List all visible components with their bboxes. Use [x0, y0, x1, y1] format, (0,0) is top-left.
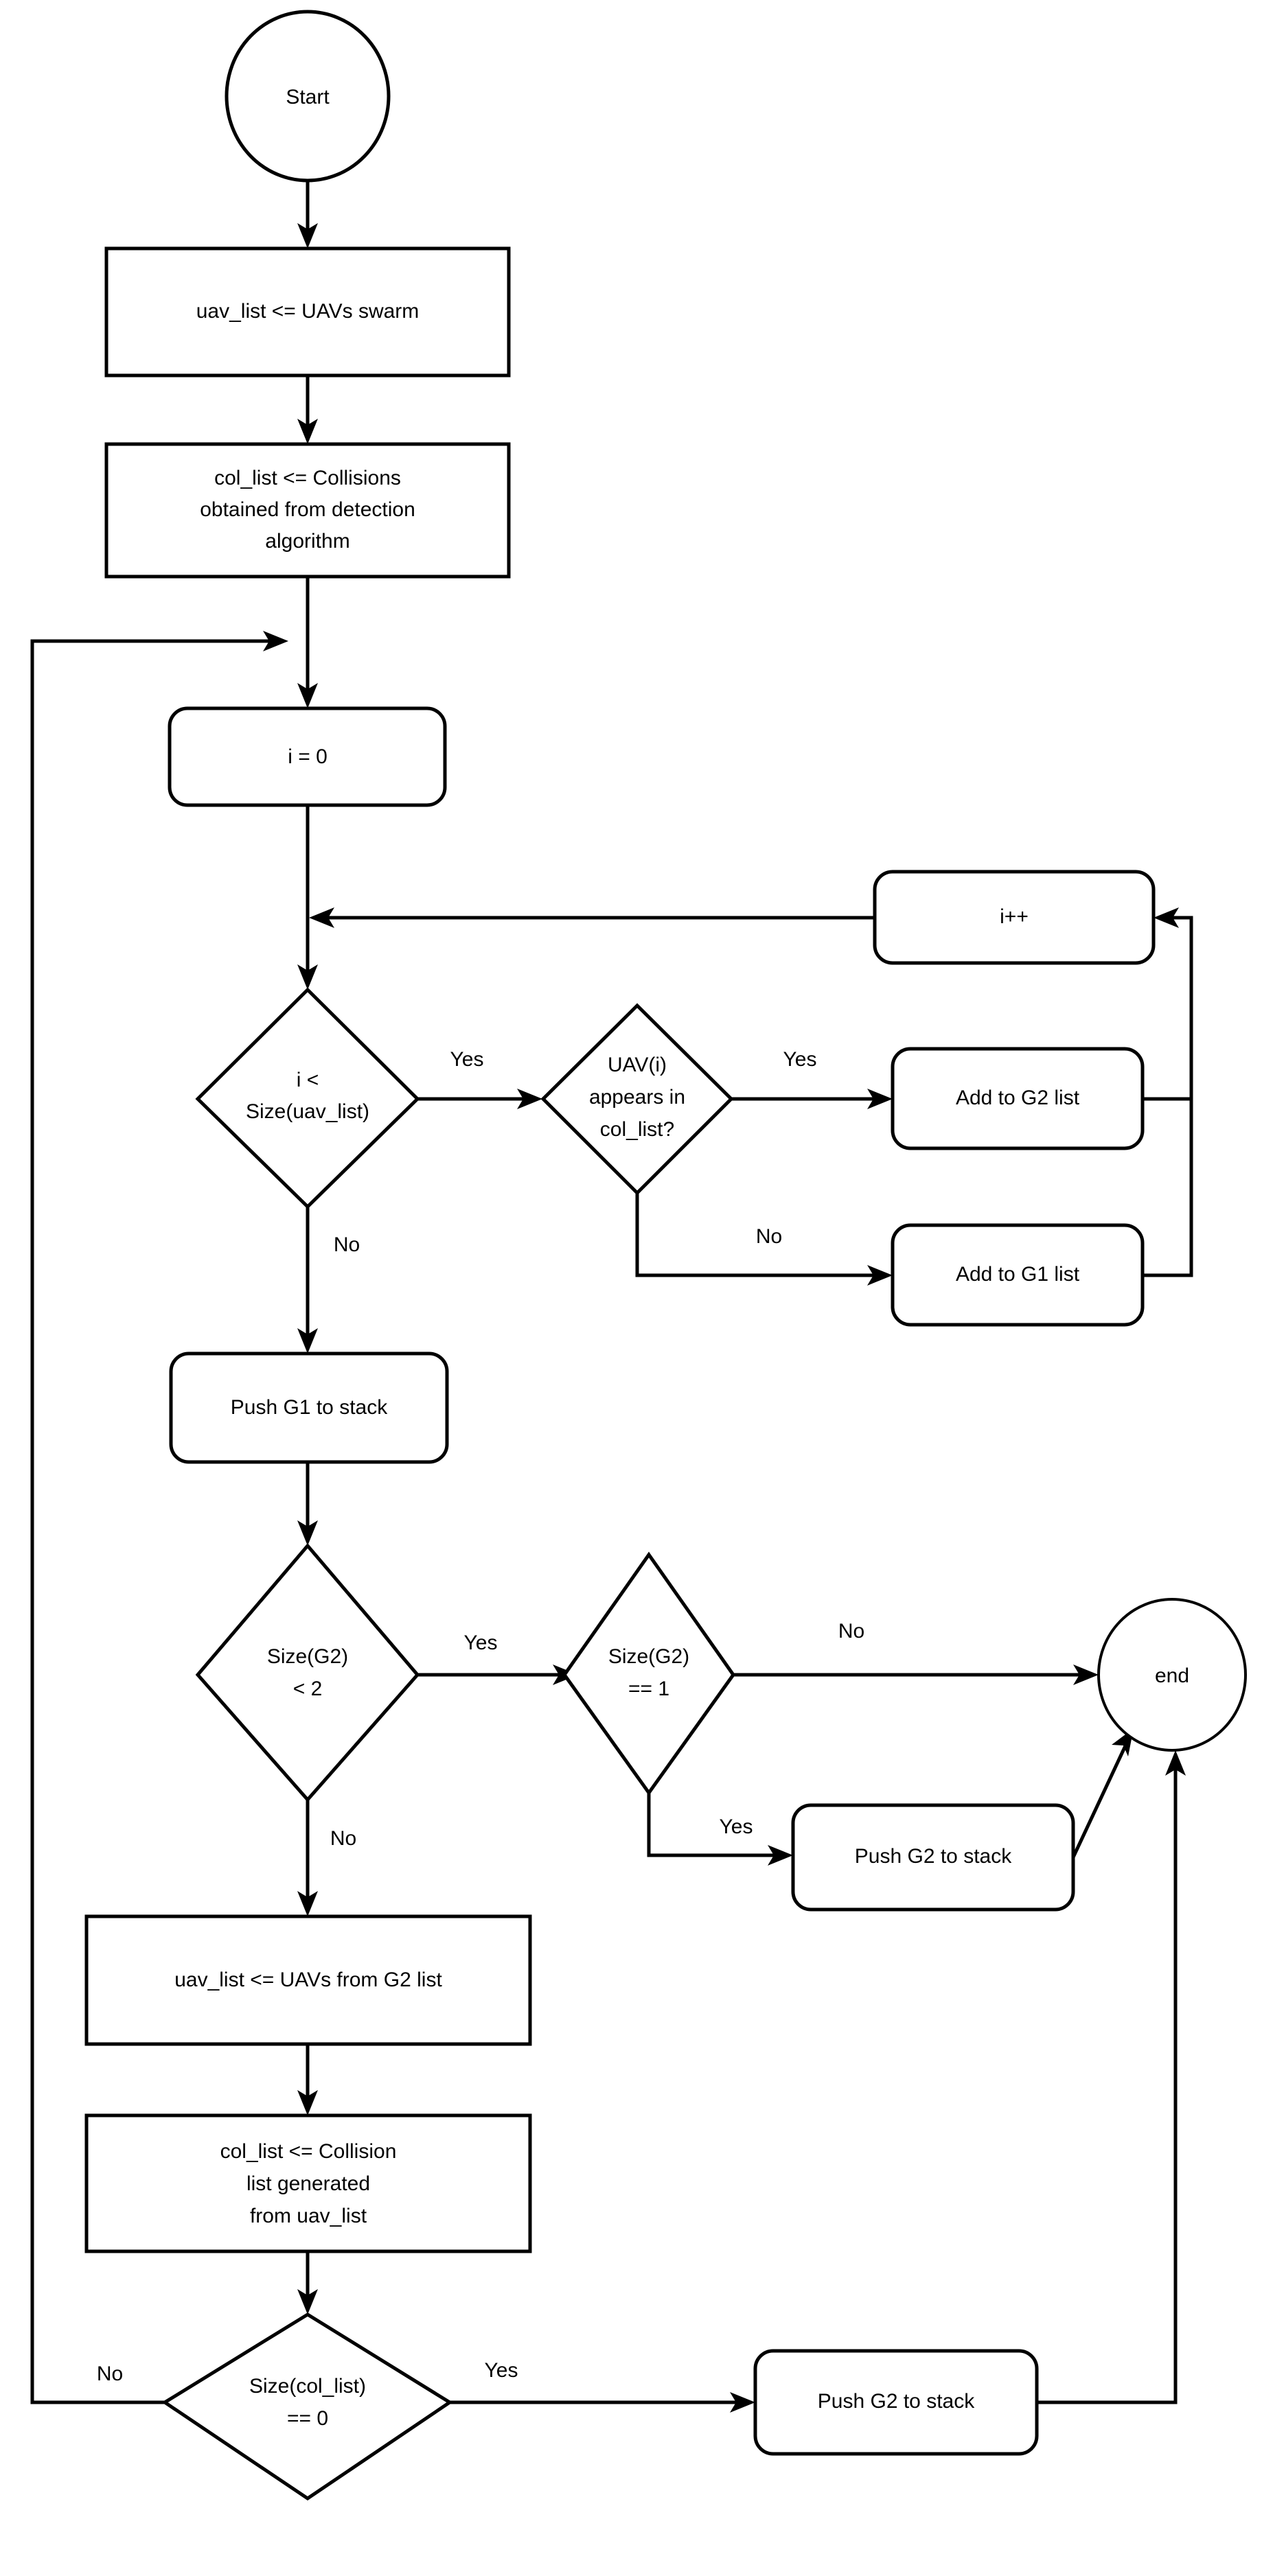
node-col-list-detection-line2: obtained from detection: [200, 498, 415, 521]
edge-size-g2-eq1-no: [733, 1664, 1099, 1685]
node-col-list-generated: col_list <= Collision list generated fro…: [84, 2113, 532, 2253]
edge-add-g2-to-increment: [1143, 907, 1193, 1101]
edge-start-to-uav-list: [297, 181, 318, 248]
edge-label-size-col-list-no: No: [97, 2363, 123, 2385]
node-push-g1: Push G1 to stack: [169, 1351, 449, 1464]
node-push-g2-lower: Push G2 to stack: [753, 2349, 1039, 2456]
node-start-label: Start: [286, 86, 330, 108]
edge-outer-loop-return: [30, 631, 288, 2404]
edge-label-uav-in-col-no: No: [756, 1225, 782, 1248]
edge-label-loop-cond-yes: Yes: [450, 1048, 484, 1071]
node-i-init: i = 0: [168, 706, 447, 807]
node-col-list-detection-line1: col_list <= Collisions: [214, 467, 401, 489]
edge-push-g2-lower-to-end: [1037, 1750, 1186, 2404]
edge-size-g2-lt2-yes: [417, 1664, 578, 1685]
node-size-g2-lt-2-line2: < 2: [293, 1678, 323, 1700]
node-add-to-g1: Add to G1 list: [891, 1223, 1145, 1327]
node-loop-condition: i < Size(uav_list): [195, 987, 420, 1209]
edge-col-list-to-i-init: [297, 577, 318, 708]
node-size-g2-eq-1-line2: == 1: [628, 1678, 669, 1700]
edge-uav-in-col-no: [635, 1193, 893, 1286]
node-col-list-generated-line2: list generated: [246, 2172, 370, 2195]
node-push-g2-lower-label: Push G2 to stack: [818, 2390, 975, 2413]
node-loop-condition-line1: i <: [297, 1069, 319, 1091]
edge-uav-list-g2-to-col-list-gen: [297, 2044, 318, 2115]
edge-col-list-gen-to-size-col-list: [297, 2251, 318, 2314]
edge-uav-in-col-yes: [731, 1089, 893, 1109]
node-size-col-list-eq-0-line2: == 0: [287, 2407, 328, 2430]
edge-label-uav-in-col-yes: Yes: [783, 1048, 817, 1071]
edge-size-col-list-yes: [450, 2392, 755, 2413]
node-add-to-g1-label: Add to G1 list: [956, 1263, 1080, 1286]
edge-size-g2-eq1-yes: [647, 1761, 793, 1866]
node-uav-list-from-g2: uav_list <= UAVs from G2 list: [84, 1914, 532, 2046]
node-add-to-g2: Add to G2 list: [891, 1047, 1145, 1150]
node-i-increment: i++: [873, 870, 1156, 965]
node-size-col-list-eq-0: Size(col_list) == 0: [161, 2312, 453, 2501]
node-i-init-label: i = 0: [288, 745, 328, 768]
node-push-g2-upper-label: Push G2 to stack: [855, 1845, 1012, 1868]
node-uav-list-from-g2-label: uav_list <= UAVs from G2 list: [174, 1969, 442, 1991]
node-col-list-generated-line1: col_list <= Collision: [220, 2140, 397, 2163]
node-size-g2-eq-1-line1: Size(G2): [608, 1645, 689, 1668]
node-size-g2-lt-2: Size(G2) < 2: [195, 1543, 420, 1802]
edge-label-size-g2-eq1-yes: Yes: [720, 1815, 753, 1838]
edge-add-g1-to-increment: [1143, 1099, 1193, 1277]
node-uav-in-col-list: UAV(i) appears in col_list?: [540, 1003, 734, 1196]
edge-label-size-g2-eq1-no: No: [838, 1620, 864, 1643]
edge-i-init-to-loop-cond: [297, 805, 318, 990]
edge-size-g2-lt2-no: [297, 1800, 318, 1916]
node-add-to-g2-label: Add to G2 list: [956, 1087, 1080, 1109]
edge-label-size-g2-lt2-no: No: [330, 1827, 356, 1850]
edge-loop-cond-no: [297, 1207, 318, 1354]
node-col-list-detection-line3: algorithm: [265, 530, 349, 553]
edge-i-increment-to-spine: [309, 907, 875, 928]
edge-push-g1-to-size-g2: [297, 1462, 318, 1546]
node-push-g1-label: Push G1 to stack: [231, 1396, 388, 1419]
edge-label-loop-cond-no: No: [334, 1233, 360, 1256]
node-col-list-detection: col_list <= Collisions obtained from det…: [104, 442, 511, 579]
node-uav-list-swarm-label: uav_list <= UAVs swarm: [196, 300, 420, 323]
node-start: Start: [225, 10, 391, 183]
node-loop-condition-line2: Size(uav_list): [246, 1100, 369, 1123]
edge-push-g2-upper-to-end: [1071, 1728, 1134, 1859]
node-col-list-generated-line3: from uav_list: [250, 2205, 367, 2227]
node-size-g2-eq-1: Size(G2) == 1: [562, 1551, 736, 1796]
node-end: end: [1097, 1598, 1247, 1752]
node-size-col-list-eq-0-line1: Size(col_list): [249, 2375, 366, 2398]
edge-label-size-col-list-yes: Yes: [485, 2359, 518, 2382]
node-end-label: end: [1155, 1664, 1189, 1687]
edge-uav-list-to-col-list: [297, 375, 318, 444]
node-uav-in-col-list-line1: UAV(i): [608, 1054, 667, 1076]
node-uav-list-swarm: uav_list <= UAVs swarm: [104, 246, 511, 378]
node-size-g2-lt-2-line1: Size(G2): [267, 1645, 348, 1668]
edge-label-size-g2-lt2-yes: Yes: [464, 1632, 498, 1654]
node-i-increment-label: i++: [1000, 905, 1029, 928]
node-uav-in-col-list-line3: col_list?: [600, 1118, 674, 1141]
node-uav-in-col-list-line2: appears in: [589, 1086, 685, 1109]
node-push-g2-upper: Push G2 to stack: [791, 1803, 1075, 1912]
